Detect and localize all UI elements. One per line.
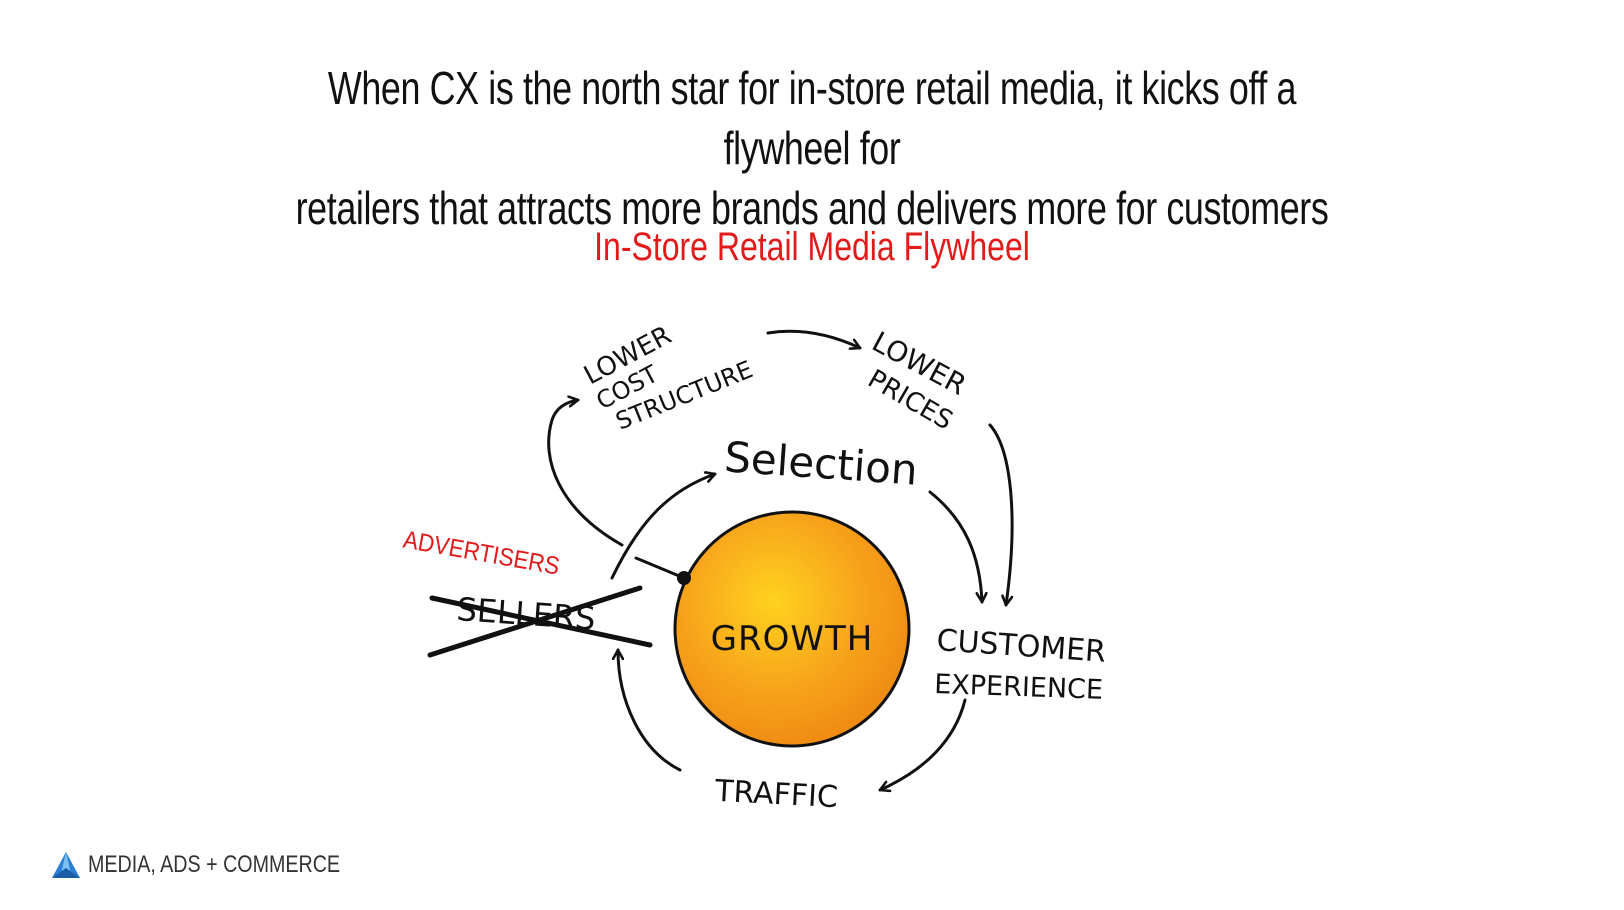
advertisers-label: ADVERTISERS [401, 526, 562, 581]
brand-logo-text: MEDIA, ADS + COMMERCE [88, 851, 341, 878]
sellers-connector-dot [677, 571, 691, 585]
headline: When CX is the north star for in-store r… [266, 58, 1358, 238]
growth-circle [673, 510, 911, 748]
diagram-title: In-Store Retail Media Flywheel [594, 225, 1030, 269]
traffic-label: TRAFFIC [713, 774, 838, 815]
arrow-lower-cost-to-lower-prices [766, 329, 862, 348]
arrow-traffic-to-sellers [618, 648, 682, 772]
selection-label: Selection [723, 432, 920, 494]
arrow-sellers-to-selection [610, 474, 717, 580]
triangle-logo-icon [52, 852, 80, 878]
customer-experience-label-2: EXPERIENCE [934, 669, 1104, 706]
sellers-connector [634, 556, 686, 580]
growth-label: GROWTH [711, 619, 874, 659]
customer-experience-label-1: CUSTOMER [935, 623, 1107, 670]
headline-line-2: retailers that attracts more brands and … [295, 182, 1329, 234]
headline-line-1: When CX is the north star for in-store r… [327, 62, 1297, 174]
brand-logo: MEDIA, ADS + COMMERCE [50, 848, 395, 882]
arrow-lower-prices-to-cx [988, 423, 1014, 607]
arrow-selection-to-cx [928, 490, 982, 604]
arrow-cx-to-traffic [878, 698, 967, 790]
sellers-strike-2 [429, 595, 653, 648]
arrow-sellers-to-lower-cost [547, 400, 624, 547]
